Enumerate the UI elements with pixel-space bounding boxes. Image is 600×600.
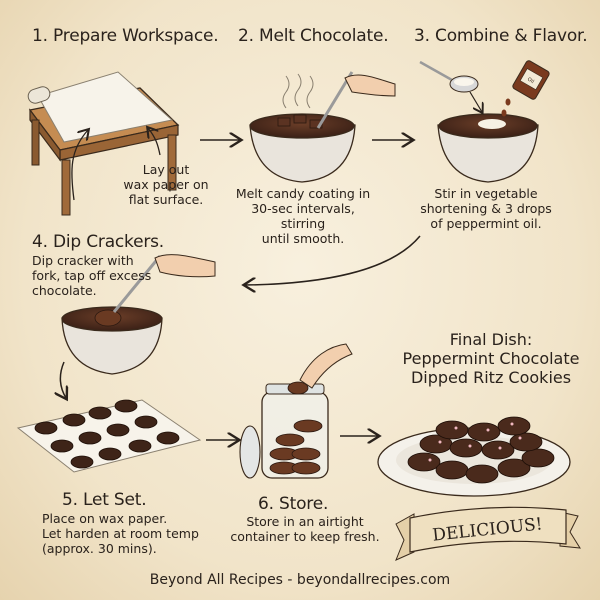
final-dish-title: Final Dish: Peppermint Chocolate Dipped … (402, 330, 580, 387)
step-4-desc: Dip cracker with fork, tap off excess ch… (32, 253, 152, 298)
flow-arrows (60, 140, 421, 440)
step-5-desc: Place on wax paper. Let harden at room t… (42, 511, 199, 556)
step-6-desc: Store in an airtight container to keep f… (230, 514, 380, 544)
step-2-desc: Melt candy coating in 30-sec intervals, … (235, 186, 371, 246)
step-2-title: 2. Melt Chocolate. (238, 26, 389, 46)
step-3-desc: Stir in vegetable shortening & 3 drops o… (420, 186, 552, 231)
step-3-title: 3. Combine & Flavor. (414, 26, 588, 46)
final-plate-illustration (377, 416, 571, 497)
step-6-title: 6. Store. (258, 494, 329, 514)
melting-bowl-illustration (249, 71, 396, 183)
storage-jar-illustration (239, 343, 353, 479)
workspace-table-illustration (27, 71, 180, 216)
step-5-title: 5. Let Set. (62, 490, 147, 510)
cooling-tray-illustration (16, 399, 202, 473)
delicious-banner: DELICIOUS! (395, 506, 581, 561)
footer-credit: Beyond All Recipes - beyondallrecipes.co… (149, 572, 451, 588)
step-1-title: 1. Prepare Workspace. (32, 26, 219, 46)
step-4-title: 4. Dip Crackers. (32, 232, 165, 252)
step-1-desc: Lay out wax paper on flat surface. (123, 162, 209, 207)
bottle-label: Oil (526, 77, 535, 86)
dipping-bowl-illustration (61, 254, 216, 375)
flavor-bowl-illustration (419, 60, 550, 183)
